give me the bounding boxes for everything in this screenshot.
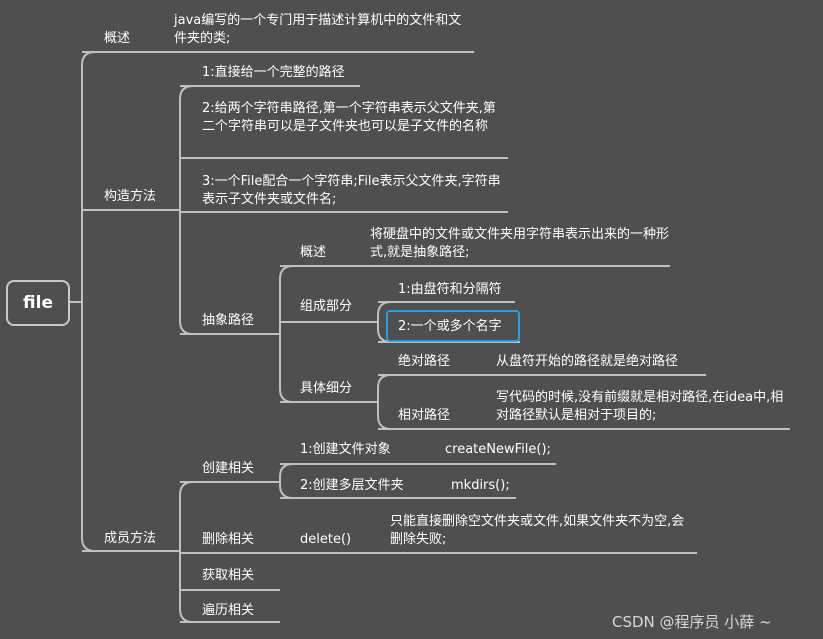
delete-text: 只能直接删除空文件夹或文件,如果文件夹不为空,会删除失败; (390, 514, 685, 547)
absolute-path-text: 从盘符开始的路径就是绝对路径 (496, 354, 679, 369)
overview-label[interactable]: 概述 (104, 31, 131, 46)
detail-trunk (377, 374, 392, 430)
watermark: CSDN @程序员 小薛 ~ (612, 613, 772, 631)
selection-highlight (386, 310, 520, 342)
create-item-2[interactable]: 2:创建多层文件夹 (300, 478, 404, 493)
create-method-1: createNewFile(); (445, 442, 551, 457)
constructor-item-3[interactable]: 3:一个File配合一个字符串;File表示父文件夹,字符串表示子文件夹或文件名… (202, 174, 501, 207)
ap-overview-label[interactable]: 概述 (300, 245, 327, 260)
main-trunk (81, 51, 96, 552)
create-item-1[interactable]: 1:创建文件对象 (300, 442, 391, 457)
create-label[interactable]: 创建相关 (202, 461, 255, 476)
members-label[interactable]: 成员方法 (104, 531, 157, 546)
traverse-label[interactable]: 遍历相关 (202, 603, 255, 618)
ap-component-2[interactable]: 2:一个或多个名字 (398, 319, 502, 334)
create-method-2: mkdirs(); (451, 478, 510, 493)
absolute-path-label[interactable]: 绝对路径 (398, 354, 451, 369)
delete-method: delete() (300, 532, 352, 547)
constructor-item-2[interactable]: 2:给两个字符串路径,第一个字符串表示父文件夹,第二个字符串可以是子文件夹也可以… (202, 101, 496, 134)
ap-overview-text: 将硬盘中的文件或文件夹用字符串表示出来的一种形式,就是抽象路径; (370, 227, 670, 260)
create-trunk (279, 463, 294, 499)
relative-path-label[interactable]: 相对路径 (398, 408, 451, 423)
abstract-trunk (279, 265, 294, 403)
abstract-path-label[interactable]: 抽象路径 (202, 313, 255, 328)
constructors-trunk (179, 85, 194, 335)
ap-detail-label[interactable]: 具体细分 (300, 381, 353, 396)
relative-path-text: 写代码的时候,没有前缀就是相对路径,在idea中,相对路径默认是相对于项目的; (496, 390, 784, 423)
constructor-item-1[interactable]: 1:直接给一个完整的路径 (202, 65, 345, 80)
get-label[interactable]: 获取相关 (202, 568, 255, 583)
ap-components-label[interactable]: 组成部分 (300, 299, 353, 314)
overview-text: java编写的一个专门用于描述计算机中的文件和文件夹的类; (174, 13, 462, 46)
constructors-label[interactable]: 构造方法 (104, 189, 157, 204)
root-node[interactable]: file (6, 280, 70, 326)
delete-label[interactable]: 删除相关 (202, 532, 255, 547)
ap-component-1[interactable]: 1:由盘符和分隔符 (398, 282, 502, 297)
